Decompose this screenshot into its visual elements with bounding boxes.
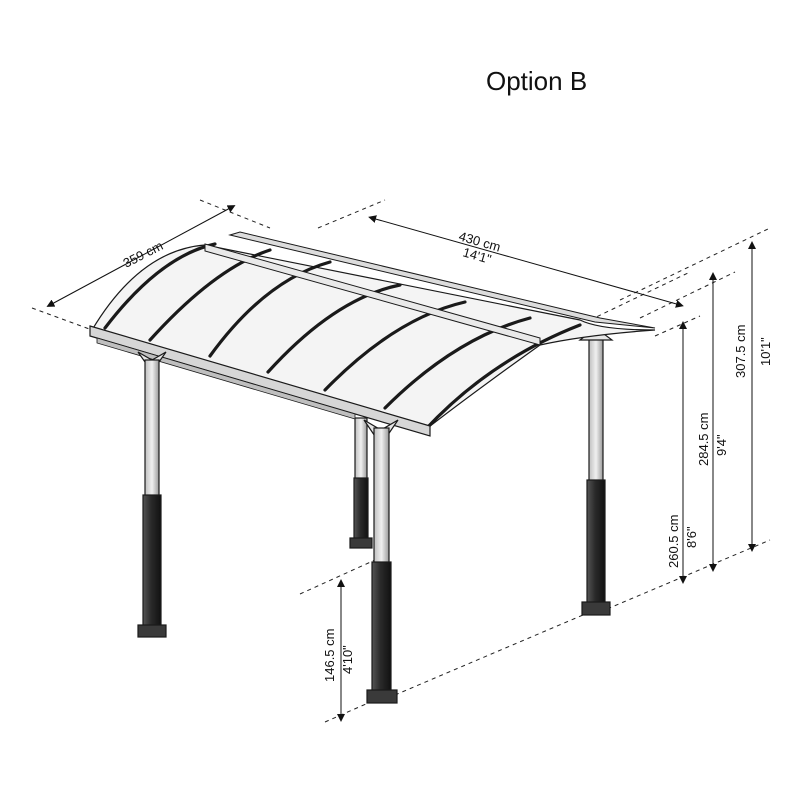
rafter-5 <box>323 300 467 392</box>
back-right-post-base <box>586 479 606 605</box>
roof <box>91 231 656 432</box>
ref-line-ground-far <box>599 539 771 613</box>
ref-line-ground-base <box>324 699 376 723</box>
ref-line-mid-right <box>639 271 736 319</box>
back-left-post-foot <box>349 537 373 549</box>
ref-line-eave-right <box>654 315 701 337</box>
ref-line-depth-bottom <box>31 307 93 331</box>
back-gutter-beam <box>228 231 656 329</box>
height-base-metric-label: 146.5 cm <box>322 629 337 682</box>
front-left-post-foot <box>137 624 167 638</box>
rafter-7 <box>423 323 582 432</box>
front-right-post-base <box>371 561 392 693</box>
front-right-post <box>373 427 390 569</box>
front-posts <box>137 351 399 704</box>
ref-line-depth-top <box>199 199 271 229</box>
ref-line-width-right <box>589 271 691 321</box>
front-gutter-beam <box>89 325 431 437</box>
height-eave-metric-label: 260.5 cm <box>666 515 681 568</box>
height-base-imperial-label: 4'10" <box>340 645 355 674</box>
roof-panel <box>91 244 656 431</box>
height-mid-imperial-label: 9'4" <box>714 434 729 456</box>
front-right-post-foot <box>366 689 398 704</box>
back-right-post <box>588 337 604 487</box>
back-posts <box>349 327 614 616</box>
height-total-imperial-label: 10'1" <box>758 337 773 366</box>
rafter-4 <box>266 283 402 374</box>
rafter-6 <box>383 316 532 410</box>
front-left-post <box>144 359 160 501</box>
height-mid-metric-label: 284.5 cm <box>696 413 711 466</box>
back-right-post-foot <box>581 601 611 616</box>
dimension-arrows <box>46 205 756 722</box>
back-left-post-base <box>353 477 369 541</box>
height-total-metric-label: 307.5 cm <box>733 325 748 378</box>
ref-line-ground-near <box>394 611 591 696</box>
width-arrow <box>368 215 684 308</box>
rafter-1 <box>103 242 217 330</box>
ref-line-width-left <box>317 199 386 229</box>
depth-arrow <box>46 205 236 307</box>
ridge-purlin <box>204 243 541 346</box>
front-left-post-base <box>142 494 162 628</box>
rafter-3 <box>208 260 332 358</box>
rafter-2 <box>148 248 272 342</box>
ref-line-top-right <box>619 227 771 301</box>
diagram-title: Option B <box>486 66 587 96</box>
ref-line-ground-front <box>299 559 376 595</box>
height-eave-imperial-label: 8'6" <box>684 526 699 548</box>
